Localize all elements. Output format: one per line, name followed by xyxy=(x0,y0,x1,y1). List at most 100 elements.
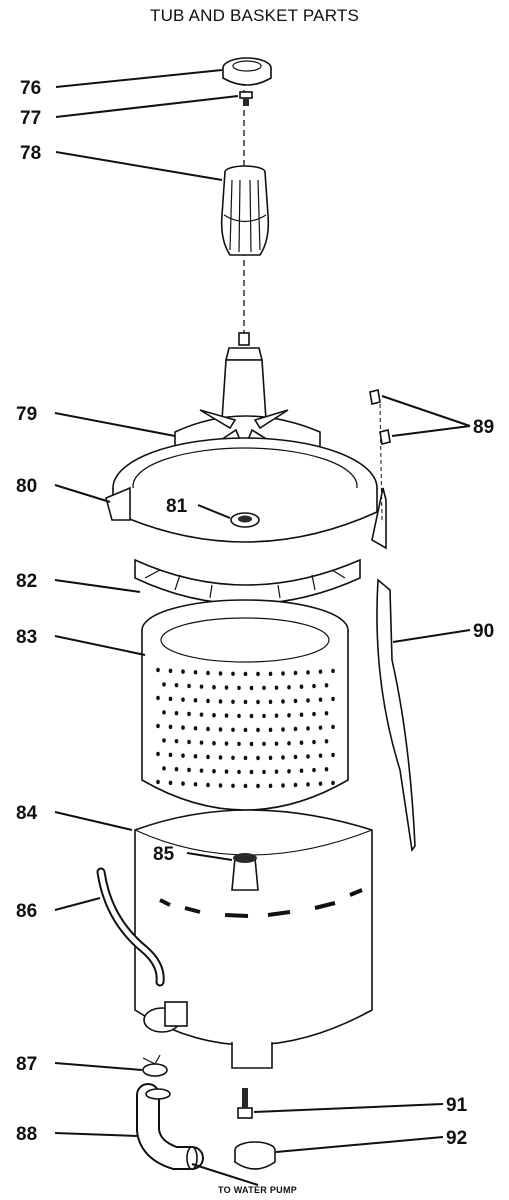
basket-perforations xyxy=(156,667,335,789)
perforation-hole xyxy=(299,712,304,717)
perforation-hole xyxy=(231,699,235,704)
perforation-hole xyxy=(256,699,260,705)
perforation-hole xyxy=(181,697,185,702)
balance-ring-icon xyxy=(134,558,361,605)
perforation-hole xyxy=(274,741,279,746)
screw-icon xyxy=(239,91,253,106)
perforation-hole xyxy=(281,783,285,788)
perforation-hole xyxy=(187,767,191,773)
perforation-hole xyxy=(293,754,298,760)
perforation-hole xyxy=(218,755,223,760)
bolt-icon xyxy=(237,1088,253,1119)
perforation-hole xyxy=(318,725,323,730)
callout-77: 77 xyxy=(20,108,41,129)
perforation-hole xyxy=(249,769,254,775)
perforation-hole xyxy=(212,741,216,746)
perforation-hole xyxy=(193,670,198,675)
callout-88: 88 xyxy=(16,1124,37,1145)
perforation-hole xyxy=(162,710,166,715)
perforation-hole xyxy=(312,767,316,773)
perforation-hole xyxy=(306,698,310,703)
perforation-hole xyxy=(256,727,260,733)
perforation-hole xyxy=(256,671,260,677)
perforation-hole xyxy=(181,753,185,758)
perforation-hole xyxy=(174,711,179,716)
perforation-hole xyxy=(206,782,210,788)
perforation-hole xyxy=(181,669,185,674)
perforation-hole xyxy=(156,695,160,701)
perforation-hole xyxy=(331,780,335,786)
perforation-hole xyxy=(168,752,173,758)
perforation-hole xyxy=(174,767,179,772)
perforation-hole xyxy=(281,699,285,704)
perforation-hole xyxy=(193,726,198,731)
callout-82: 82 xyxy=(16,571,37,592)
callout-90: 90 xyxy=(473,621,494,642)
perforation-hole xyxy=(218,783,223,788)
perforation-hole xyxy=(293,782,298,788)
perforation-hole xyxy=(193,754,198,759)
perforation-hole xyxy=(231,727,235,732)
perforation-hole xyxy=(281,671,285,676)
perforation-hole xyxy=(237,685,241,691)
callout-87: 87 xyxy=(16,1054,37,1075)
perforation-hole xyxy=(299,768,304,773)
perforation-hole xyxy=(181,725,185,730)
perforation-hole xyxy=(249,713,254,719)
perforation-hole xyxy=(274,713,279,718)
diagram-title: TUB AND BASKET PARTS xyxy=(149,6,359,25)
perforation-hole xyxy=(224,685,229,690)
perforation-hole xyxy=(156,667,160,673)
perforation-hole xyxy=(212,685,216,690)
perforation-hole xyxy=(231,755,235,760)
perforation-hole xyxy=(168,780,173,786)
callout-89: 89 xyxy=(473,417,494,438)
perforation-hole xyxy=(256,783,260,789)
callout-92: 92 xyxy=(446,1128,467,1149)
perforation-hole xyxy=(318,781,323,786)
perforation-hole xyxy=(312,711,316,717)
perforation-hole xyxy=(312,739,316,745)
perforation-hole xyxy=(199,712,204,717)
perforation-hole xyxy=(324,683,329,688)
perforation-hole xyxy=(243,699,248,705)
perforation-hole xyxy=(206,670,210,676)
perforation-hole xyxy=(237,713,241,719)
clip-icon xyxy=(369,389,391,521)
callout-91: 91 xyxy=(446,1095,468,1116)
perforation-hole xyxy=(331,752,335,758)
water-pump-note: TO WATER PUMP xyxy=(218,1185,297,1195)
perforation-hole xyxy=(268,755,273,761)
callout-85: 85 xyxy=(153,844,175,865)
perforation-hole xyxy=(287,741,291,746)
agitator-cap-icon xyxy=(222,57,272,86)
perforation-hole xyxy=(231,671,235,676)
perforation-hole xyxy=(324,739,329,744)
perforation-hole xyxy=(224,741,229,746)
perforation-hole xyxy=(156,751,160,757)
nut-icon xyxy=(230,512,260,528)
perforation-hole xyxy=(243,783,248,789)
perforation-hole xyxy=(218,671,223,676)
perforation-hole xyxy=(281,755,285,760)
grommet-icon xyxy=(234,1141,276,1170)
perforation-hole xyxy=(293,698,298,704)
perforation-hole xyxy=(324,711,329,716)
perforation-hole xyxy=(256,755,260,761)
perforation-hole xyxy=(262,769,266,775)
tub-support-icon xyxy=(376,578,416,853)
perforation-hole xyxy=(174,683,179,688)
perforation-hole xyxy=(212,713,216,718)
perforation-hole xyxy=(243,727,248,733)
perforation-hole xyxy=(224,713,229,718)
hose-icon xyxy=(96,867,165,987)
perforation-hole xyxy=(318,753,323,758)
perforation-hole xyxy=(156,779,160,785)
perforation-hole xyxy=(231,783,235,788)
perforation-hole xyxy=(324,767,329,772)
callout-83: 83 xyxy=(16,627,37,648)
perforation-hole xyxy=(274,769,279,774)
perforation-hole xyxy=(331,724,335,730)
